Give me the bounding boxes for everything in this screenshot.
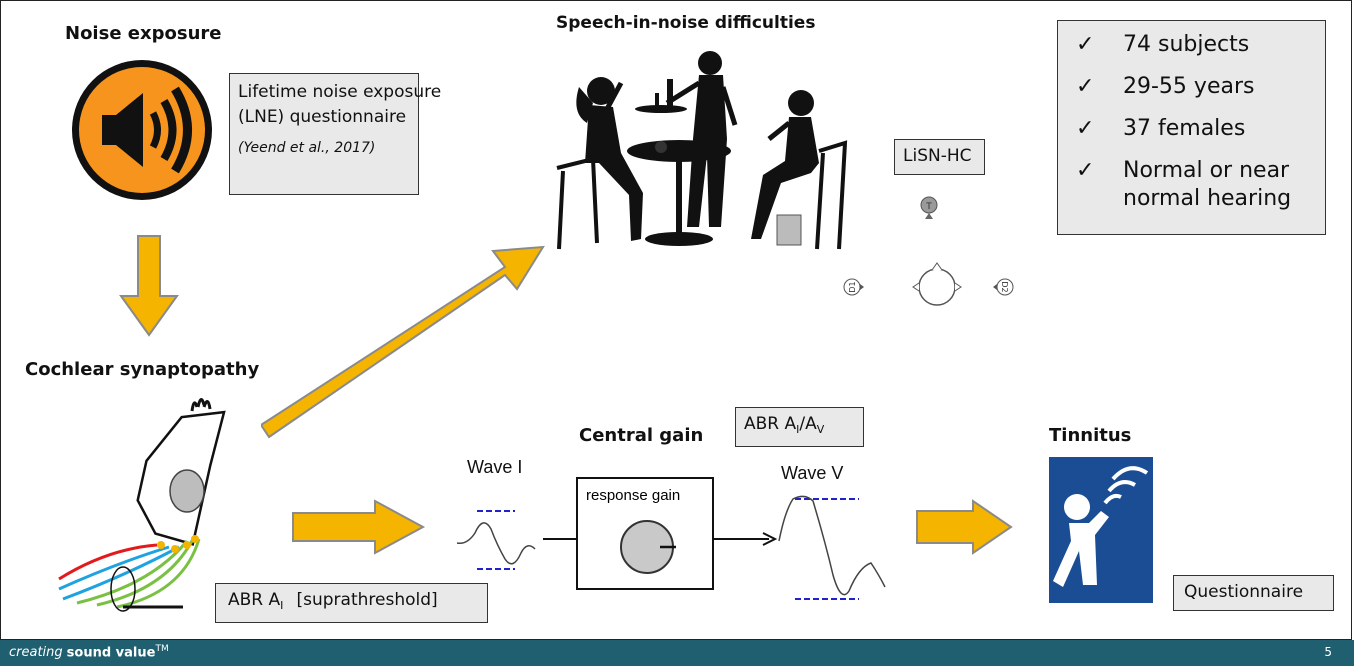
footer-bold: sound value: [66, 645, 156, 661]
abr-ratio-sub2: V: [816, 423, 825, 437]
slide: Noise exposure Speech-in-noise difficult…: [0, 0, 1352, 640]
lisn-hc-box: LiSN-HC: [894, 139, 985, 175]
response-gain-label: response gain: [586, 487, 681, 504]
arrow-diagonal: [261, 245, 545, 439]
spatial-speaker-layout: T D1 D2: [843, 196, 1014, 306]
summary-item: normal hearing: [1123, 186, 1292, 211]
abr-ratio-sub1: I: [796, 423, 800, 437]
abr-suprathreshold-box: ABR AI [suprathreshold]: [215, 583, 488, 623]
summary-item: ✓74 subjects: [1076, 32, 1250, 57]
lne-line2: (LNE) questionnaire: [238, 107, 407, 127]
heading-noise-exposure: Noise exposure: [65, 23, 222, 44]
footer-italic: creating: [9, 645, 63, 661]
abr-supra-suffix: [suprathreshold]: [296, 590, 438, 610]
gain-knob-icon: [620, 520, 676, 574]
questionnaire-label: Questionnaire: [1184, 582, 1304, 602]
heading-speech-in-noise: Speech-in-noise difficulties: [556, 13, 816, 33]
abr-ratio-prefix: ABR A: [744, 414, 797, 434]
footer-tm: TM: [155, 644, 169, 654]
summary-item: ✓29-55 years: [1076, 74, 1255, 99]
abr-ratio-box: ABR AI/AV: [735, 407, 864, 447]
abr-supra-prefix: ABR A: [228, 590, 281, 610]
dinner-scene-illustration: [556, 51, 848, 250]
wave1-label: Wave I: [467, 457, 523, 477]
heading-tinnitus: Tinnitus: [1049, 425, 1132, 446]
summary-item: ✓Normal or near: [1076, 158, 1290, 183]
lne-questionnaire-box: Lifetime noise exposure (LNE) questionna…: [229, 73, 442, 195]
arrow-down: [119, 235, 179, 337]
page-number: 5: [1324, 645, 1332, 659]
abr-ratio-slash: /A: [799, 414, 817, 434]
lisn-hc-label: LiSN-HC: [903, 146, 972, 166]
subjects-summary-box: ✓74 subjects ✓29-55 years ✓37 females ✓N…: [1057, 20, 1326, 235]
arrow-to-tinnitus: [916, 499, 1013, 555]
gain-output-arrow: [713, 532, 777, 546]
summary-item: ✓37 females: [1076, 116, 1246, 141]
heading-cochlear-synaptopathy: Cochlear synaptopathy: [25, 359, 260, 380]
speaker-icon: [72, 60, 212, 200]
speaker-d2-label: D2: [1000, 281, 1009, 292]
questionnaire-box: Questionnaire: [1173, 575, 1334, 611]
response-gain-box: response gain: [576, 477, 714, 590]
connector-line: [543, 538, 577, 540]
tinnitus-icon: [1049, 457, 1153, 603]
speaker-d1-label: D1: [848, 281, 857, 292]
wave5-label: Wave V: [781, 463, 844, 483]
speaker-t-label: T: [925, 202, 932, 212]
lne-citation: (Yeend et al., 2017): [238, 140, 376, 156]
abr-supra-sub: I: [280, 599, 284, 613]
wave5-trace: [778, 495, 886, 600]
arrow-to-wave1: [292, 499, 426, 555]
hair-cell-illustration: [58, 398, 226, 612]
lne-line1: Lifetime noise exposure: [238, 82, 442, 102]
wave1-trace: [456, 510, 536, 570]
heading-central-gain: Central gain: [579, 425, 704, 446]
